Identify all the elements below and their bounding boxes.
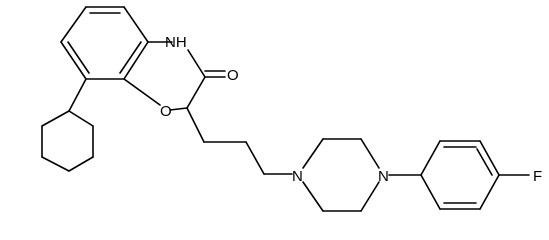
atom-fluorine: F [533,168,542,185]
atom-ring-oxygen: O [160,103,172,120]
oxazinone-ring [123,41,226,111]
fluorophenyl-ring [388,140,530,210]
atom-nh: NH [165,34,187,51]
cyclohexyl-ring [41,78,94,172]
piperazine-ring [302,138,380,212]
chemical-structure-diagram: NH O O N N F [41,6,542,212]
atom-nitrogen-1: N [292,168,303,185]
propyl-linker [186,107,293,175]
benzo-ring [60,6,149,80]
atom-nitrogen-2: N [378,168,389,185]
atom-labels: NH O O N N F [160,34,542,185]
atom-carbonyl-oxygen: O [227,67,239,84]
